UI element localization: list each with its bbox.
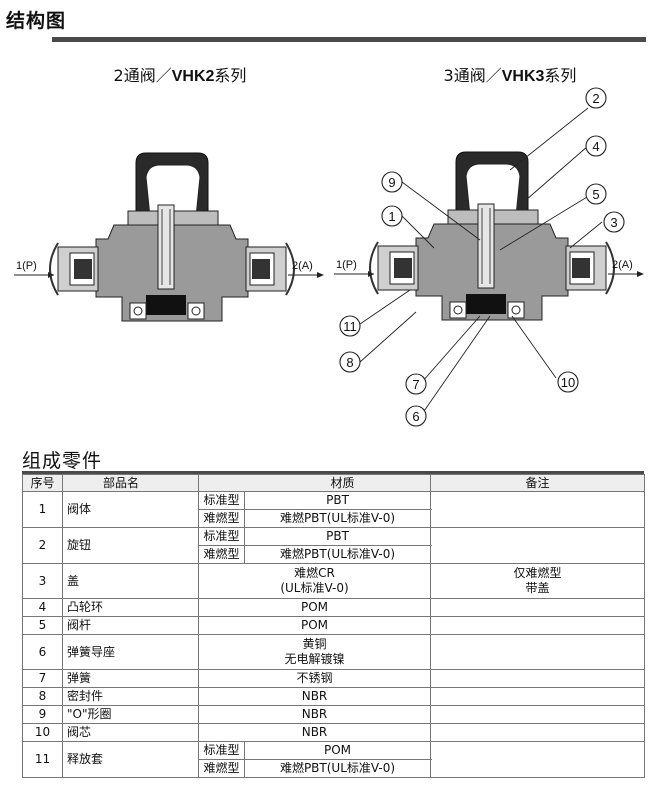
port-label-out: 2(A): [612, 259, 633, 271]
table-row: 9 "O"形圈 NBR: [22, 705, 645, 724]
table-header-row: 序号 部品名 材质 备注: [22, 474, 645, 492]
callout-11: 11: [339, 315, 361, 337]
table-row: 1 阀体 标准型 PBT: [22, 491, 645, 528]
header-material: 材质: [198, 474, 431, 492]
callout-8: 8: [339, 351, 361, 373]
svg-text:3: 3: [610, 215, 617, 230]
parts-title: 组成零件: [22, 450, 103, 472]
parts-rule: [22, 471, 644, 474]
port-label-in: 1(P): [336, 259, 357, 271]
table-row: 8 密封件 NBR: [22, 687, 645, 706]
svg-text:2: 2: [592, 91, 599, 106]
svg-text:7: 7: [412, 377, 419, 392]
svg-text:5: 5: [592, 187, 599, 202]
callout-4: 4: [585, 135, 607, 157]
header-remarks: 备注: [430, 474, 645, 492]
table-row: 5 阀杆 POM: [22, 616, 645, 635]
table-row: 7 弹簧 不锈钢: [22, 669, 645, 688]
callout-1: 1: [381, 205, 403, 227]
svg-text:1: 1: [388, 209, 395, 224]
section-title: 结构图: [6, 10, 67, 32]
callout-5: 5: [585, 183, 607, 205]
header-name: 部品名: [62, 474, 199, 492]
callout-3: 3: [603, 211, 625, 233]
table-row: 3 盖 难燃CR(UL标准V-0) 仅难燃型带盖: [22, 563, 645, 599]
callout-6: 6: [405, 405, 427, 427]
diagram-caption-2way: 2通阀／VHK2系列: [113, 66, 247, 85]
svg-text:8: 8: [346, 355, 353, 370]
table-row: 难燃型 难燃PBT(UL标准V-0): [23, 759, 645, 778]
svg-text:10: 10: [561, 375, 575, 390]
table-row: 6 弹簧导座 黄铜无电解镀镍: [22, 634, 645, 670]
table-row: 难燃型 难燃PBT(UL标准V-0): [23, 509, 645, 528]
section-rule: [52, 37, 646, 42]
header-no: 序号: [22, 474, 63, 492]
svg-text:4: 4: [592, 139, 599, 154]
callout-2: 2: [585, 87, 607, 109]
port-label-out: 2(A): [292, 260, 313, 272]
callout-9: 9: [381, 171, 403, 193]
svg-text:9: 9: [388, 175, 395, 190]
table-row: 11 释放套 标准型 POM: [22, 741, 645, 778]
parts-table: 序号 部品名 材质 备注 1 阀体 标准型 PBT 难燃型 难燃PBT(UL标准…: [22, 474, 645, 778]
table-row: 10 阀芯 NBR: [22, 723, 645, 742]
callout-10: 10: [557, 371, 579, 393]
table-row: 4 凸轮环 POM: [22, 598, 645, 617]
table-row: 难燃型 难燃PBT(UL标准V-0): [23, 545, 645, 564]
port-label-in: 1(P): [16, 260, 37, 272]
valve-diagram-2way: 1(P) 2(A): [14, 152, 324, 322]
callout-7: 7: [405, 373, 427, 395]
diagram-caption-3way: 3通阀／VHK3系列: [443, 66, 577, 85]
valve-diagram-3way: 1(P) 2(A) 2 4 5 3 9 1 11 8 7 6 10: [334, 87, 644, 427]
svg-text:6: 6: [412, 409, 419, 424]
table-row: 2 旋钮 标准型 PBT: [22, 527, 645, 564]
svg-text:11: 11: [343, 319, 357, 334]
